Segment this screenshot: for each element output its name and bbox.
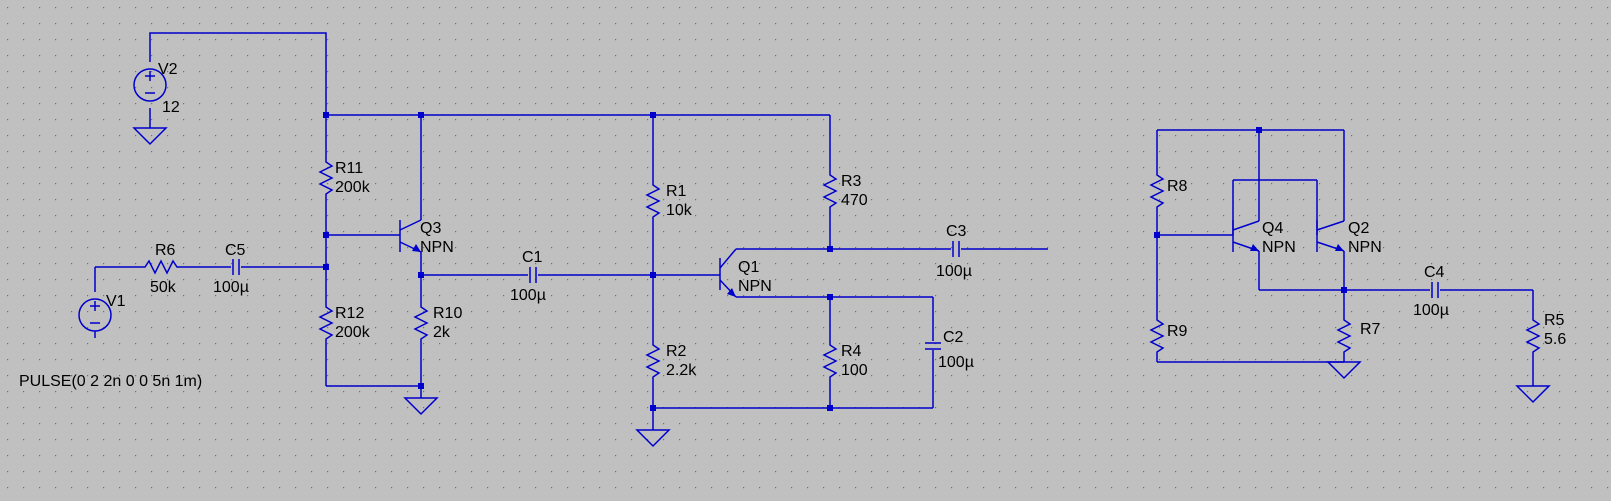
label-c1-value: 100µ xyxy=(510,287,546,304)
resistor-r6[interactable] xyxy=(140,259,180,275)
resistor-r3[interactable] xyxy=(822,170,838,208)
label-q3-value: NPN xyxy=(420,239,454,256)
label-r12-value: 200k xyxy=(335,324,371,341)
label-v1-value: PULSE(0 2 2n 0 0 5n 1m) xyxy=(19,373,202,390)
resistor-r4[interactable] xyxy=(822,340,838,378)
label-q4-name: Q4 xyxy=(1262,220,1283,237)
label-v2-value: 12 xyxy=(162,99,180,116)
label-r10-value: 2k xyxy=(433,324,451,341)
resistor-r8[interactable] xyxy=(1149,170,1165,208)
label-q1-name: Q1 xyxy=(738,259,759,276)
label-r7-name: R7 xyxy=(1360,321,1381,338)
resistor-r12[interactable] xyxy=(318,302,334,340)
transistor-q1[interactable] xyxy=(719,248,737,298)
capacitor-c3[interactable] xyxy=(952,241,960,257)
label-c4-name: C4 xyxy=(1424,264,1445,281)
label-c3-name: C3 xyxy=(946,223,967,240)
label-v2-name: V2 xyxy=(158,61,178,78)
label-v1-name: V1 xyxy=(106,293,126,310)
ground-symbol-q1 xyxy=(635,429,671,448)
label-r3-name: R3 xyxy=(841,173,862,190)
label-q2-value: NPN xyxy=(1348,239,1382,256)
label-c4-value: 100µ xyxy=(1413,302,1449,319)
label-c3-value: 100µ xyxy=(936,263,972,280)
ground-symbol-v2 xyxy=(132,127,168,146)
ground-symbol-right xyxy=(1326,361,1362,380)
label-r5-name: R5 xyxy=(1544,312,1565,329)
resistor-r11[interactable] xyxy=(318,157,334,195)
label-c2-name: C2 xyxy=(943,329,964,346)
label-r3-value: 470 xyxy=(841,192,868,209)
transistor-q2[interactable] xyxy=(1316,220,1345,252)
label-r11-value: 200k xyxy=(335,179,371,196)
resistor-r5[interactable] xyxy=(1525,315,1541,353)
resistor-r7[interactable] xyxy=(1336,315,1352,353)
resistor-r10[interactable] xyxy=(413,302,429,340)
label-r11-name: R11 xyxy=(335,160,363,177)
label-r6-value: 50k xyxy=(150,279,177,296)
capacitor-c1[interactable] xyxy=(529,267,537,283)
voltage-source-v1[interactable] xyxy=(78,298,112,338)
wires xyxy=(94,32,1534,430)
label-r6-name: R6 xyxy=(155,242,176,259)
resistor-r9[interactable] xyxy=(1149,315,1165,353)
label-r4-value: 100 xyxy=(841,362,868,379)
label-r2-value: 2.2k xyxy=(666,362,697,379)
voltage-source-v2[interactable] xyxy=(133,68,167,102)
label-r1-value: 10k xyxy=(666,202,693,219)
label-q2-name: Q2 xyxy=(1348,220,1369,237)
label-r2-name: R2 xyxy=(666,343,687,360)
label-q4-value: NPN xyxy=(1262,239,1296,256)
label-c5-name: C5 xyxy=(225,242,246,259)
capacitor-c2[interactable] xyxy=(925,342,941,350)
label-r1-name: R1 xyxy=(666,183,687,200)
junction-dots xyxy=(323,112,1347,411)
label-q1-value: NPN xyxy=(738,278,772,295)
resistor-r2[interactable] xyxy=(645,340,661,378)
label-r9-name: R9 xyxy=(1167,323,1188,340)
capacitor-c4[interactable] xyxy=(1431,282,1439,298)
label-r5-value: 5.6 xyxy=(1544,331,1566,348)
resistor-r1[interactable] xyxy=(645,180,661,218)
ground-symbol-q3 xyxy=(403,397,439,416)
label-c2-value: 100µ xyxy=(938,354,974,371)
label-q3-name: Q3 xyxy=(420,220,441,237)
label-r4-name: R4 xyxy=(841,343,862,360)
transistor-q3[interactable] xyxy=(399,219,422,253)
label-c1-name: C1 xyxy=(522,249,543,266)
label-r12-name: R12 xyxy=(335,305,364,322)
label-r10-name: R10 xyxy=(433,305,462,322)
label-c5-value: 100µ xyxy=(213,279,249,296)
component-labels: V2 12 V1 PULSE(0 2 2n 0 0 5n 1m) R6 50k … xyxy=(19,61,1566,390)
transistor-q4[interactable] xyxy=(1232,220,1260,252)
ground-symbol-r5 xyxy=(1515,385,1551,404)
capacitor-c5[interactable] xyxy=(232,259,240,275)
label-r8-name: R8 xyxy=(1167,178,1188,195)
